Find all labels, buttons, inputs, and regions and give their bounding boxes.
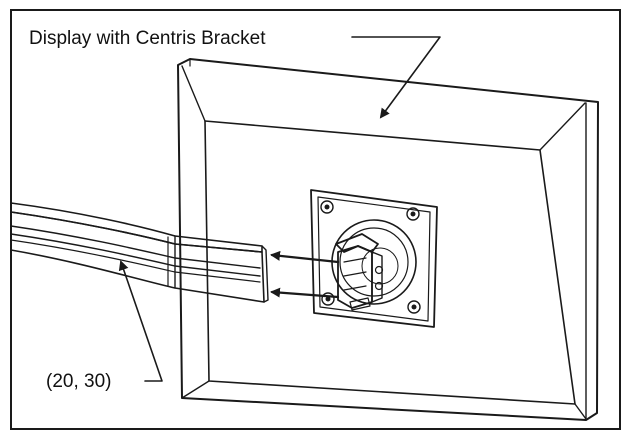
- arm-rail: [10, 202, 269, 303]
- screw-icon: [320, 200, 334, 214]
- arm-label: (20, 30): [46, 371, 111, 392]
- display-back: [177, 58, 599, 421]
- screw-icon: [406, 207, 420, 221]
- display-callout: Display with Centris Bracket: [29, 28, 441, 119]
- display-label: Display with Centris Bracket: [29, 28, 266, 49]
- screw-icon: [321, 292, 335, 306]
- insertion-arrows: [270, 250, 340, 299]
- centris-bracket: [335, 233, 384, 311]
- figure-frame: [10, 9, 621, 430]
- arm-callout: (20, 30): [46, 260, 163, 392]
- screw-icon: [407, 300, 421, 314]
